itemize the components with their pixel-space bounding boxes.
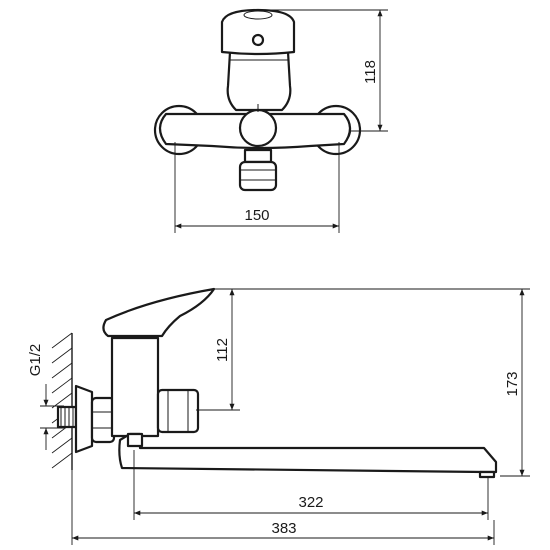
front-center-knob (238, 104, 278, 148)
side-main-body (110, 336, 160, 438)
side-threaded-inlet (56, 405, 78, 429)
dimension-spout-length-label: 322 (298, 494, 323, 511)
dimension-front-height-label: 118 (362, 60, 379, 84)
dimension-side-lever-height-label: 112 (214, 338, 231, 362)
dimension-spout-length: 322 (133, 450, 489, 520)
front-diverter (238, 148, 278, 192)
side-nut (90, 396, 116, 444)
dimension-total-length: 383 (71, 470, 495, 545)
dimension-front-width: 150 (174, 142, 340, 233)
front-lever-handle (220, 8, 296, 56)
dimension-side-total-height: 173 (500, 289, 530, 477)
dimension-front-width-label: 150 (244, 207, 269, 224)
dimension-total-length-label: 383 (271, 520, 296, 537)
dimension-thread: G1/2 (27, 344, 64, 450)
side-rosette (74, 384, 94, 454)
dimension-side-total-height-label: 173 (504, 371, 521, 396)
front-cartridge-body (226, 50, 292, 112)
dimension-thread-label: G1/2 (27, 344, 44, 377)
dimension-front-height: 118 (262, 9, 388, 132)
wall (51, 332, 73, 470)
side-view (74, 287, 498, 479)
side-spout (118, 432, 498, 474)
dimension-side-lever-height: 112 (196, 288, 530, 411)
side-lever-handle (102, 287, 216, 338)
side-aerator (478, 470, 496, 479)
front-view (153, 8, 362, 192)
side-diverter-cylinder (156, 388, 200, 434)
